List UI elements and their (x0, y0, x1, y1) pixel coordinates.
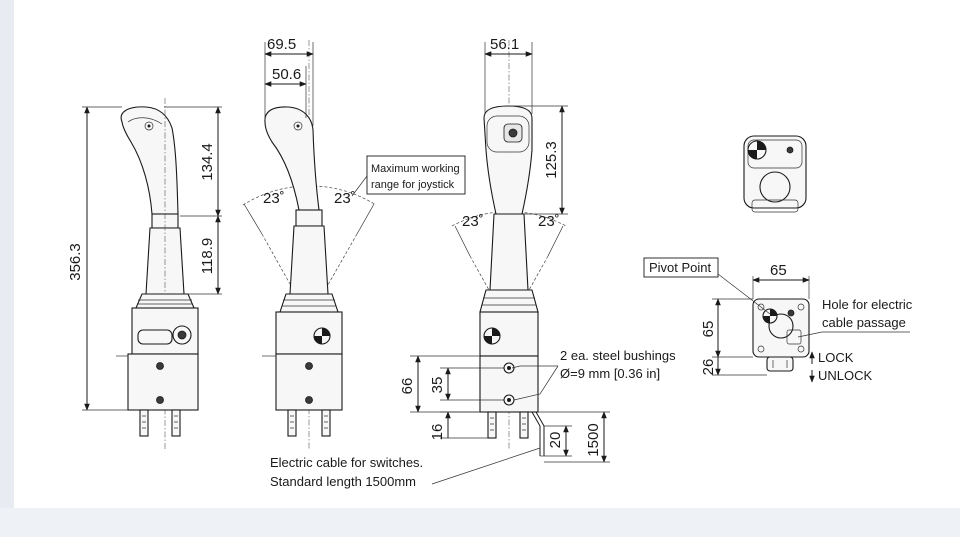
side-view: 356.3 134.4 118.9 (67, 98, 222, 450)
dim-front-top-width: 69.5 (267, 36, 296, 53)
rear-angle-right: 23˚ (538, 213, 560, 230)
dim-cable-length: 1500 (585, 423, 602, 456)
hole-note-line1: Hole for electric (822, 297, 913, 312)
cable-note-line2: Standard length 1500mm (270, 474, 416, 489)
dim-front-grip-width: 50.6 (272, 66, 301, 83)
base-dim-height: 65 (700, 321, 717, 338)
left-margin-strip (0, 0, 14, 537)
rear-view: 23˚ 23˚ (399, 36, 676, 463)
dim-rear-grip-height: 125.3 (543, 141, 560, 179)
rear-angle-left: 23˚ (462, 213, 484, 230)
bushing-note-line2: Ø=9 mm [0.36 in] (560, 366, 660, 381)
dim-grip-height: 134.4 (199, 143, 216, 181)
front-angle-left: 23˚ (263, 190, 285, 207)
unlock-label: UNLOCK (818, 368, 873, 383)
hole-note-line2: cable passage (822, 315, 906, 330)
lock-label: LOCK (818, 350, 854, 365)
cable-note-line1: Electric cable for switches. (270, 455, 423, 470)
range-callout-line2: range for joystick (371, 179, 455, 191)
range-callout-box (366, 155, 466, 195)
dim-bushing-spacing: 35 (429, 377, 446, 394)
top-view (743, 135, 807, 213)
base-dim-width: 65 (770, 262, 787, 279)
front-view: 23˚ 23˚ (242, 36, 466, 450)
front-angle-right: 23˚ (334, 190, 356, 207)
dim-mount-height: 66 (399, 378, 416, 395)
dim-overall-height: 356.3 (67, 243, 84, 281)
base-view: Pivot Point 65 65 26 Hole for electric c… (643, 257, 913, 383)
pivot-point-box (643, 257, 719, 278)
dim-shaft-height: 118.9 (199, 238, 216, 274)
dim-rear-top-width: 56.1 (490, 36, 519, 53)
base-dim-offset: 26 (700, 359, 717, 376)
dim-cable-offset: 20 (547, 432, 564, 449)
range-callout-line1: Maximum working (371, 163, 460, 175)
bushing-note-line1: 2 ea. steel bushings (560, 348, 676, 363)
pivot-point-label: Pivot Point (649, 260, 712, 275)
bottom-margin-strip (0, 508, 960, 537)
dim-bottom-gap: 16 (429, 424, 446, 441)
cable-note: Electric cable for switches. Standard le… (270, 447, 541, 489)
